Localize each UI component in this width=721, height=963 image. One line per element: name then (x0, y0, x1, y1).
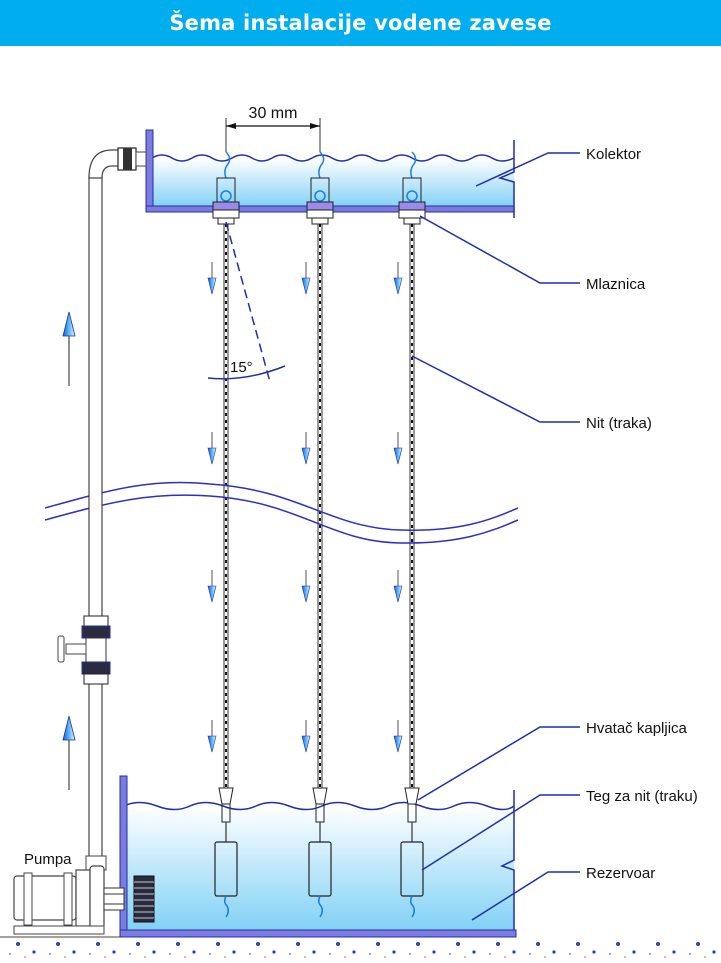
nozzle-inlet (318, 151, 325, 179)
collector-water-surface (151, 154, 515, 162)
collector-left-wall (145, 129, 154, 213)
up-arrow-icon (62, 715, 76, 790)
length-break-lines (44, 481, 519, 544)
nozzle-inlet (224, 151, 231, 179)
spacing-label: 30 mm (249, 105, 298, 122)
nozzle-tip (403, 217, 421, 225)
nit-leader (411, 355, 580, 423)
up-arrow-icon (62, 311, 76, 386)
callout-labels: Kolektor Mlaznica Nit (traka) Hvatač kap… (24, 146, 698, 882)
down-arrow-icon (393, 262, 403, 295)
kolektor-leader (475, 152, 580, 187)
label-mlaznica: Mlaznica (586, 276, 646, 293)
nozzle-flange (398, 201, 426, 211)
label-kolektor: Kolektor (586, 146, 641, 163)
nozzle-inlet (410, 151, 417, 179)
down-arrow-icon (301, 720, 311, 753)
drop-catcher (218, 787, 234, 805)
down-arrow-icon (207, 570, 217, 603)
weight-tail (409, 895, 416, 918)
nozzle-nut (306, 209, 334, 219)
pipe-union-nut (123, 148, 132, 170)
valve-lower-nut (81, 661, 111, 675)
collector-break-mark (497, 140, 515, 218)
nozzle-flange (212, 201, 240, 211)
weight-tail (317, 895, 324, 918)
threads (223, 224, 415, 790)
title-banner: Šema instalacije vodene zavese (0, 0, 721, 46)
nozzle-orifice (314, 190, 326, 202)
teg-leader (421, 794, 580, 871)
angle-label: 15° (230, 359, 253, 376)
nozzle-nut (212, 209, 240, 219)
valve[interactable] (57, 615, 111, 685)
nozzle-tip (311, 217, 329, 225)
down-arrow-icon (393, 570, 403, 603)
callouts (411, 152, 580, 921)
thread (317, 224, 323, 790)
label-rezervoar: Rezervoar (586, 865, 655, 882)
thread (223, 224, 229, 790)
diagram-title: Šema instalacije vodene zavese (169, 11, 552, 35)
down-arrow-icon (207, 720, 217, 753)
nozzle-orifice (220, 190, 232, 202)
drop-catcher (312, 787, 328, 805)
riser-pipe (57, 147, 147, 871)
reservoir-left-wall (119, 775, 128, 937)
angle-dimension: 15° (207, 221, 286, 383)
spacing-dimension: 30 mm (225, 105, 321, 152)
thread (409, 224, 415, 790)
thread-weights (214, 787, 424, 918)
mlaznica-leader (419, 215, 580, 284)
label-hvatac: Hvatač kapljica (586, 720, 688, 737)
up-arrows (62, 311, 76, 790)
flow-arrows (207, 262, 403, 753)
collector-water (152, 158, 514, 208)
pump[interactable] (13, 865, 155, 935)
thread-weight (308, 787, 332, 918)
nozzle-flange (306, 201, 334, 211)
weight-tail (223, 895, 230, 918)
pump-housing (89, 865, 105, 929)
label-teg: Teg za nit (traku) (586, 788, 698, 805)
reservoir-bottom (119, 929, 517, 938)
down-arrow-icon (301, 570, 311, 603)
drop-catcher (404, 787, 420, 805)
ground (0, 937, 721, 963)
pump-strainer (133, 875, 155, 923)
reservoir-water-surface (123, 801, 515, 811)
down-arrow-icon (207, 262, 217, 295)
valve-upper-nut (81, 625, 111, 639)
reservoir-break-mark (500, 790, 515, 930)
nozzle (306, 151, 334, 225)
rezervoar-leader (471, 871, 580, 921)
valve-handle (57, 635, 65, 663)
down-arrow-icon (301, 262, 311, 295)
nozzle-orifice (406, 190, 418, 202)
down-arrow-icon (207, 432, 217, 465)
down-arrow-icon (301, 432, 311, 465)
label-pumpa: Pumpa (24, 851, 72, 868)
reservoir-water (124, 806, 514, 932)
down-arrow-icon (393, 432, 403, 465)
reservoir (119, 775, 517, 938)
pump-base (13, 925, 105, 935)
down-arrow-icon (393, 720, 403, 753)
label-nit: Nit (traka) (586, 415, 652, 432)
nozzle (398, 151, 426, 225)
thread-weight (214, 787, 238, 918)
hvatac-leader (417, 726, 580, 801)
valve-stem (65, 643, 87, 655)
